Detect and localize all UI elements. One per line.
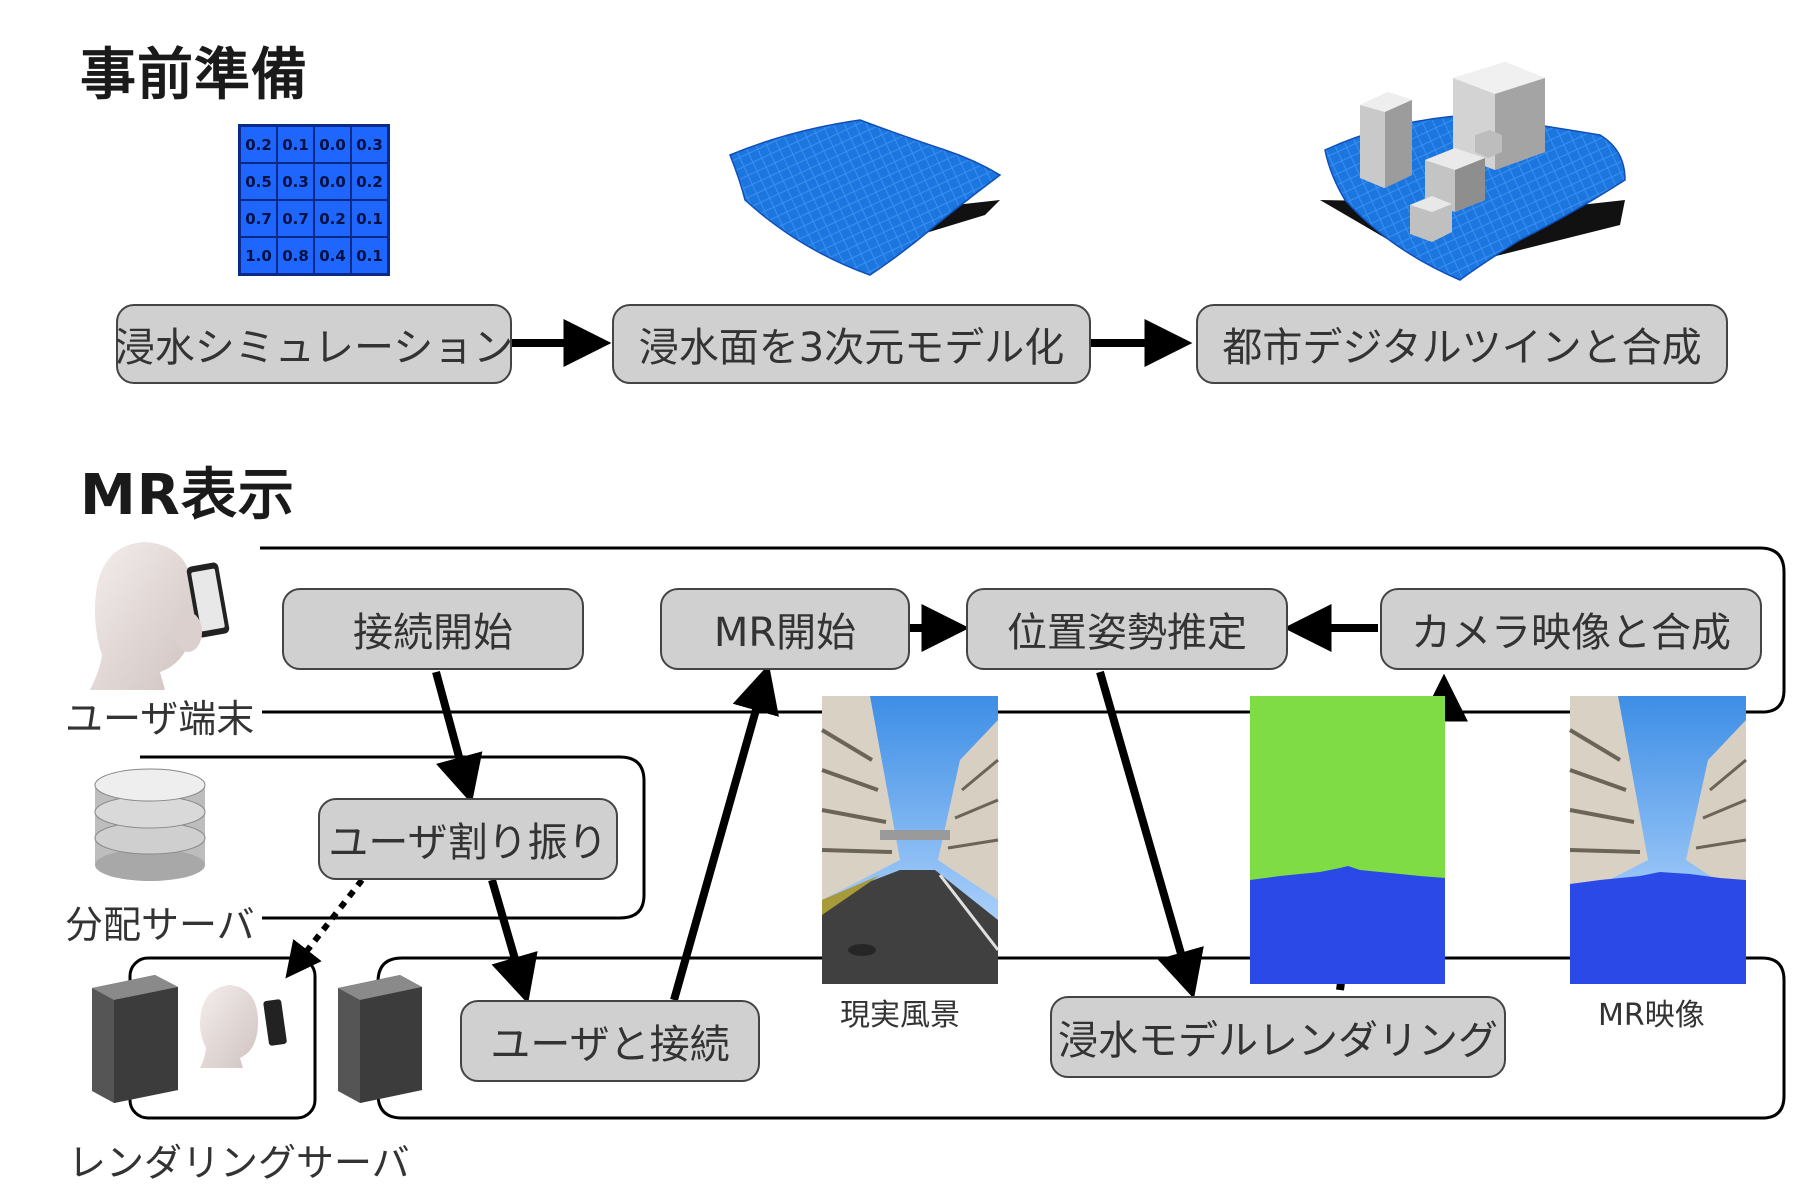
box-user-connect: ユーザと接続 [460, 1000, 760, 1082]
box-flood-render: 浸水モデルレンダリング [1050, 996, 1506, 1078]
grid-cell: 0.3 [351, 126, 388, 163]
grid-cell: 0.1 [351, 237, 388, 274]
grid-cell: 0.2 [240, 126, 277, 163]
lane-label-render-server: レンダリングサーバ [68, 1141, 410, 1185]
step-digital-twin-composite: 都市デジタルツインと合成 [1196, 304, 1728, 384]
user-head-small [200, 985, 287, 1068]
grid-cell: 0.4 [314, 237, 351, 274]
grid-cell: 0.7 [240, 200, 277, 237]
lane-label-dispatch-server: 分配サーバ [65, 903, 255, 947]
database-cylinder [94, 768, 206, 881]
lane-label-user-terminal: ユーザ端末 [65, 697, 255, 741]
box-pose-estimation: 位置姿勢推定 [966, 588, 1288, 670]
box-mr-start: MR開始 [660, 588, 910, 670]
caption-real-scene: 現実風景 [840, 998, 960, 1033]
real-scene-photo [820, 696, 1000, 984]
grid-cell: 0.2 [314, 200, 351, 237]
box-user-assign: ユーザ割り振り [318, 798, 618, 880]
box-camera-composite: カメラ映像と合成 [1380, 588, 1762, 670]
flood-surface-illustration [729, 119, 1002, 276]
grid-cell: 0.1 [351, 200, 388, 237]
grid-cell: 0.7 [277, 200, 314, 237]
section-title-mr-display: MR表示 [80, 463, 295, 528]
box-connect-start: 接続開始 [282, 588, 584, 670]
grid-cell: 0.3 [277, 163, 314, 200]
grid-cell: 0.0 [314, 163, 351, 200]
grid-cell: 0.0 [314, 126, 351, 163]
server-box-right [338, 975, 422, 1103]
step-flood-simulation: 浸水シミュレーション [115, 304, 513, 384]
grid-cell: 0.1 [277, 126, 314, 163]
grid-cell: 0.2 [351, 163, 388, 200]
user-head-with-phone [90, 542, 230, 690]
grid-cell: 0.8 [277, 237, 314, 274]
rendered-flood-mask [1250, 696, 1445, 984]
server-box-left [92, 975, 178, 1103]
section-title-preparation: 事前準備 [80, 43, 308, 108]
step-3d-model: 浸水面を3次元モデル化 [612, 304, 1091, 384]
mr-composite-photo [1568, 696, 1747, 984]
grid-cell: 0.5 [240, 163, 277, 200]
caption-mr-image: MR映像 [1598, 998, 1705, 1033]
digital-twin-illustration [1320, 62, 1626, 281]
grid-cell: 1.0 [240, 237, 277, 274]
